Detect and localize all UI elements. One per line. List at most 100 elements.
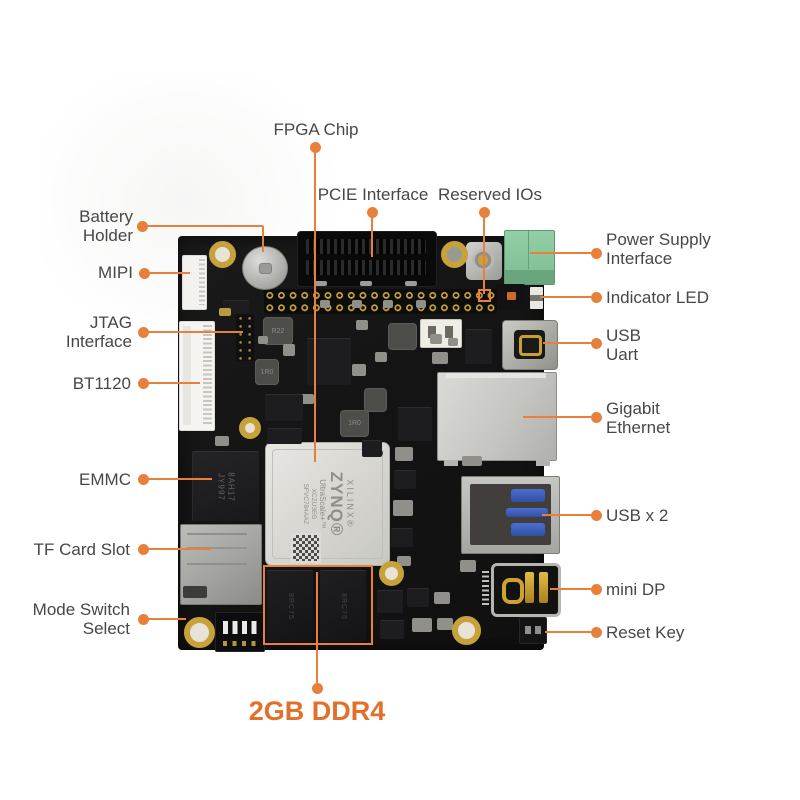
smd-component	[405, 281, 417, 286]
smd-component	[394, 470, 416, 489]
ddr4-chip-2: 8RC75	[320, 570, 366, 642]
smd-component	[462, 456, 482, 466]
callout-line-battery-holder	[262, 226, 264, 252]
smd-component	[412, 618, 432, 632]
callout-line-mode-switch-select	[148, 618, 186, 620]
callout-dot-gigabit-ethernet	[590, 411, 602, 423]
smd-component	[352, 364, 366, 376]
callout-dot-emmc	[137, 473, 149, 485]
callout-line-tf-card-slot	[148, 548, 211, 550]
minidp-contact	[502, 578, 524, 604]
callout-dot-tf-card-slot	[137, 543, 149, 555]
callout-dot-2gb-ddr4	[311, 682, 323, 694]
smd-component	[265, 394, 303, 421]
pcie-teeth-row	[306, 239, 426, 254]
smd-component	[416, 300, 426, 308]
callout-line-gigabit-ethernet	[523, 416, 591, 418]
callout-line-jtag-interface	[148, 331, 243, 333]
smd-component	[267, 428, 302, 444]
ddr4-region-box	[263, 565, 373, 645]
callout-line-mipi	[149, 272, 190, 274]
smd-component	[388, 323, 417, 350]
callout-dot-mipi	[138, 267, 150, 279]
mipi-connector	[182, 255, 207, 310]
smd-component	[407, 588, 429, 607]
callout-line-reset-key	[545, 631, 591, 633]
screw-hole	[452, 616, 481, 645]
callout-line-usb-x2	[542, 514, 591, 516]
smd-component	[360, 281, 372, 286]
screw-hole	[239, 417, 261, 439]
callout-dot-jtag-interface	[137, 326, 149, 338]
callout-dot-reserved-ios	[478, 206, 490, 218]
callout-line-pcie-interface	[371, 217, 373, 257]
callout-dot-reset-key	[590, 626, 602, 638]
callout-line-indicator-led	[540, 296, 591, 298]
indicator-led-component	[497, 284, 525, 310]
smd-component: 1R0	[340, 410, 369, 437]
smd-component	[315, 281, 327, 286]
smd-component	[395, 447, 413, 461]
jtag-header	[236, 314, 254, 361]
usb-blue-tongue	[511, 523, 545, 536]
callout-line-usb-uart	[543, 342, 591, 344]
smd-component	[393, 500, 413, 516]
callout-dot-mini-dp	[590, 583, 602, 595]
smd-component	[356, 320, 368, 330]
screw-hole	[209, 241, 236, 268]
callout-line-reserved-ios	[483, 217, 485, 294]
uart-contact	[519, 335, 542, 356]
smd-component	[434, 592, 450, 604]
callout-line-fpga-chip	[314, 152, 316, 462]
smd-component	[377, 590, 403, 613]
smd-component	[352, 300, 362, 308]
label-emmc: EMMC	[79, 470, 131, 489]
screw-hole	[379, 561, 404, 586]
callout-dot-bt1120	[137, 377, 149, 389]
label-2gb-ddr4: 2GB DDR4	[248, 696, 386, 726]
label-reset-key: Reset Key	[606, 623, 685, 642]
smd-component	[320, 300, 330, 308]
label-fpga-chip: FPGA Chip	[273, 120, 359, 139]
led-neighbor-component	[530, 287, 543, 309]
smd-component	[397, 556, 411, 566]
smd-component	[460, 560, 476, 572]
label-reserved-ios: Reserved IOs	[438, 185, 542, 204]
mode-dip-switch	[215, 612, 265, 652]
screw-hole	[184, 617, 215, 648]
usb-blue-tongue	[511, 489, 545, 502]
smd-component	[430, 334, 442, 344]
smd-component: R22	[263, 317, 293, 345]
smd-component	[432, 352, 448, 364]
power-terminal-block	[504, 230, 555, 285]
smd-component	[380, 620, 404, 639]
smd-component	[258, 336, 268, 344]
screw-hole	[441, 241, 468, 268]
usb-uart-port	[502, 320, 558, 370]
callout-dot-battery-holder	[136, 220, 148, 232]
bt1120-connector	[179, 321, 215, 431]
label-tf-card-slot: TF Card Slot	[33, 540, 130, 559]
label-indicator-led: Indicator LED	[606, 288, 709, 307]
smd-component	[448, 338, 458, 346]
smd-component	[219, 308, 231, 316]
fpga-zynq-chip: XILINX® ZYNQ® UltraScale+™ XCZU3EG SFVC7…	[265, 442, 390, 566]
smd-component	[362, 440, 382, 457]
pcie-teeth-row	[306, 260, 426, 275]
smd-component	[283, 344, 295, 356]
smd-component	[465, 329, 492, 364]
smd-component	[398, 407, 432, 441]
callout-line-2gb-ddr4	[316, 572, 318, 683]
callout-line-mini-dp	[550, 588, 591, 590]
smd-component	[300, 394, 314, 404]
callout-dot-fpga-chip	[309, 141, 321, 153]
chip-qr-code	[291, 533, 321, 563]
minidp-contact	[525, 572, 534, 603]
